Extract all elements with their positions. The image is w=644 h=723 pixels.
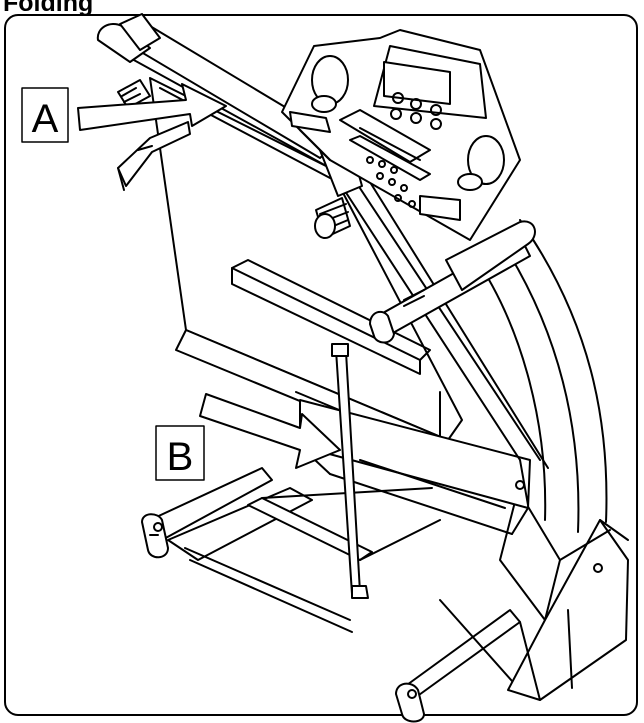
callout-label-b: B xyxy=(167,435,194,479)
right-handrail xyxy=(369,220,536,344)
page-heading: Folding xyxy=(3,0,94,17)
illustration-frame xyxy=(4,14,638,716)
storage-latch-strut xyxy=(331,343,369,599)
callout-arrow-a xyxy=(77,83,227,131)
console xyxy=(281,29,521,241)
deck-crossbar xyxy=(231,259,431,375)
callout-arrow-b xyxy=(199,393,341,469)
callout-box-b xyxy=(155,425,205,481)
callout-label-a: A xyxy=(32,97,59,141)
treadmill-base xyxy=(141,467,629,723)
callout-box-a xyxy=(21,87,69,143)
left-handrail xyxy=(117,121,191,191)
